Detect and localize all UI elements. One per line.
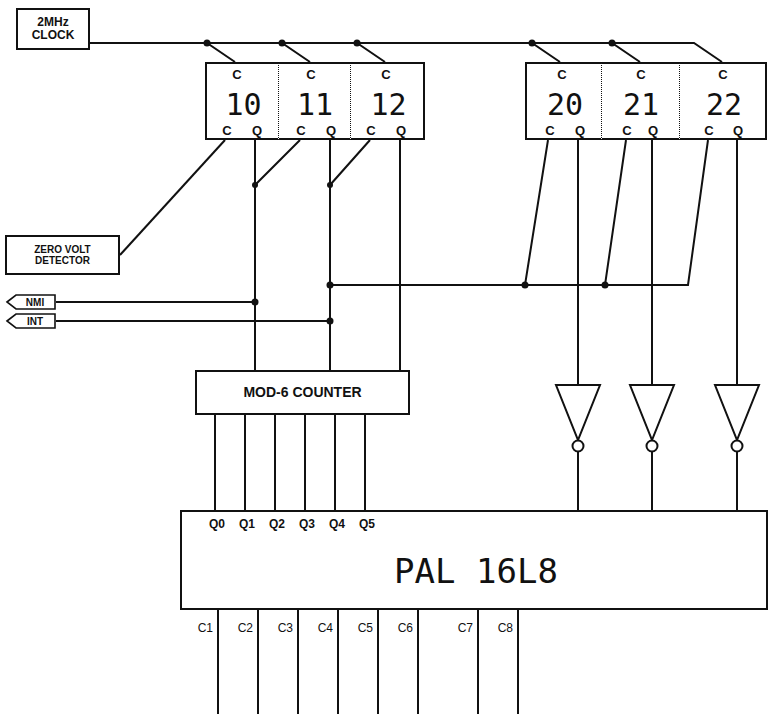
output-pin-label: C1 xyxy=(197,622,214,635)
pin-label: C xyxy=(232,68,241,82)
pin-label: Q xyxy=(396,124,406,138)
signal-wire xyxy=(330,140,548,285)
signal-wire xyxy=(255,140,300,185)
output-pin-label: C7 xyxy=(457,622,474,635)
pin-label: C xyxy=(296,124,305,138)
signal-wire xyxy=(56,140,255,302)
pin-label: Q1 xyxy=(239,518,255,531)
signal-wire xyxy=(577,140,579,510)
signal-wire xyxy=(330,140,370,185)
box-label: INT xyxy=(27,316,43,327)
part-number: 11 xyxy=(297,88,333,121)
pin-label: C xyxy=(366,124,375,138)
signal-wire xyxy=(90,43,235,62)
pal-chip: Q0 Q1 Q2 Q3 Q4 Q5PAL 16L8 xyxy=(180,510,768,610)
pin-label: C xyxy=(718,68,727,82)
part-number: 20 xyxy=(547,88,583,121)
flip-flop-cell: C21CQ xyxy=(601,62,679,140)
output-pin-label: C3 xyxy=(277,622,294,635)
pin-label: C xyxy=(557,68,566,82)
flip-flop-cell: C20CQ xyxy=(525,62,601,140)
signal-wire xyxy=(399,140,401,370)
signal-connector: INT xyxy=(6,313,56,329)
part-number: 10 xyxy=(225,88,261,121)
signal-wire xyxy=(90,43,385,62)
signal-connector: NMI xyxy=(6,294,56,310)
signal-wire xyxy=(90,43,310,62)
signal-wire xyxy=(244,415,246,510)
flip-flop-cell: C12CQ xyxy=(350,62,425,140)
signal-wire xyxy=(56,140,330,321)
part-number: 21 xyxy=(623,88,659,121)
signal-wire xyxy=(304,415,306,510)
flip-flop-cell: C11CQ xyxy=(278,62,350,140)
pin-label: C xyxy=(306,68,315,82)
box-label: NMI xyxy=(26,297,44,308)
pin-label: Q3 xyxy=(299,518,315,531)
signal-wire xyxy=(90,43,560,62)
signal-wire xyxy=(736,140,738,510)
output-pin-label: C8 xyxy=(497,622,514,635)
pin-label: Q xyxy=(648,124,658,138)
output-pin-label: C4 xyxy=(317,622,334,635)
signal-wire xyxy=(274,415,276,510)
pin-label: C xyxy=(381,68,390,82)
output-lines xyxy=(218,610,518,714)
flip-flop-cell: C22CQ xyxy=(679,62,767,140)
flip-flop-cell: C10CQ xyxy=(205,62,278,140)
pin-label: Q xyxy=(575,124,585,138)
pin-label: C xyxy=(704,124,713,138)
pin-label: C xyxy=(636,68,645,82)
inverter-symbols xyxy=(556,385,759,452)
pin-label: Q xyxy=(252,124,262,138)
junction-dots xyxy=(204,40,616,325)
detector-box: ZERO VOLT DETECTOR xyxy=(5,235,120,275)
signal-wire xyxy=(214,415,216,510)
part-number: 22 xyxy=(706,88,742,121)
pin-label: Q5 xyxy=(359,518,375,531)
signal-wire xyxy=(90,43,722,62)
clock-box: 2MHz CLOCK xyxy=(16,8,90,50)
output-pin-label: C6 xyxy=(397,622,414,635)
signal-wire xyxy=(90,43,640,62)
signal-wire xyxy=(364,415,366,510)
output-pin-label: C5 xyxy=(357,622,374,635)
box-label: MOD-6 COUNTER xyxy=(243,385,361,400)
pin-label: Q2 xyxy=(269,518,285,531)
part-number: PAL 16L8 xyxy=(394,553,558,590)
box-label: ZERO VOLT DETECTOR xyxy=(12,244,113,266)
box-label: 2MHz CLOCK xyxy=(23,16,83,42)
part-number: 12 xyxy=(370,88,406,121)
pin-label: C xyxy=(222,124,231,138)
signal-wire xyxy=(330,140,626,285)
pin-label: C xyxy=(622,124,631,138)
counter-box: MOD-6 COUNTER xyxy=(195,370,410,415)
pin-label: C xyxy=(545,124,554,138)
pin-label: Q0 xyxy=(209,518,225,531)
signal-wire xyxy=(120,140,225,255)
signal-wire xyxy=(651,140,653,510)
signal-wire xyxy=(334,415,336,510)
pin-label: Q xyxy=(326,124,336,138)
output-pin-label: C2 xyxy=(237,622,254,635)
pin-label: Q4 xyxy=(329,518,345,531)
pin-label: Q xyxy=(733,124,743,138)
